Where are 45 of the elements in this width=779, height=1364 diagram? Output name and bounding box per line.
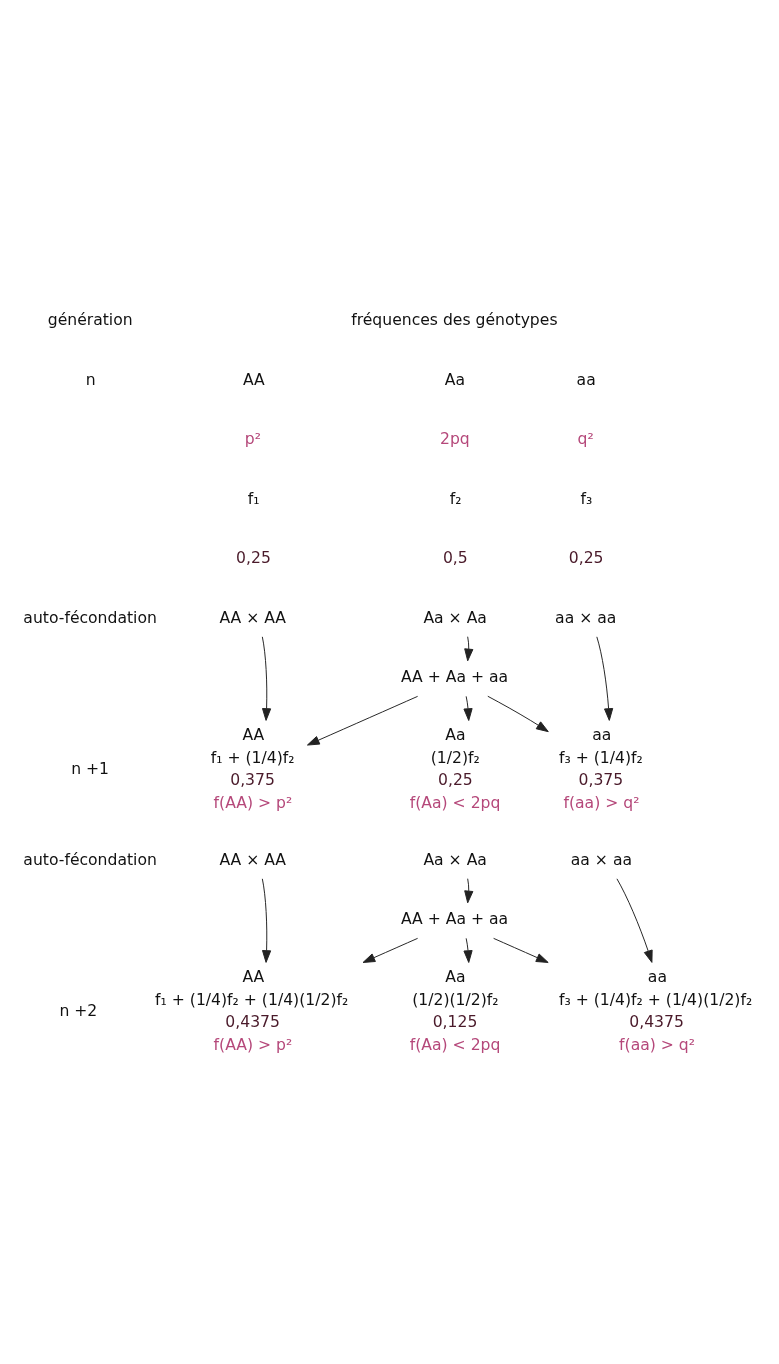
arrow: [463, 937, 473, 963]
node-text: Aa (1/2)(1/2)f₂ 0,125 f(Aa) < 2pq: [409, 967, 501, 1054]
node-text: aa × aa: [555, 608, 617, 627]
node-text: aa f₃ + (1/4)f₂ 0,375 f(aa) > q²: [559, 725, 643, 812]
node-text: aa f₃ + (1/4)f₂ + (1/4)(1/2)f₂ 0,4375 f(aa) > q²: [559, 967, 753, 1054]
node-text: Aa × Aa: [423, 608, 487, 627]
label: n +2: [59, 1001, 98, 1020]
label: aa: [576, 370, 596, 389]
label: génération: [47, 310, 133, 329]
node-text: AA × AA: [219, 608, 287, 627]
node-text: AA f₁ + (1/4)f₂ 0,375 f(AA) > p²: [210, 725, 295, 812]
label: 0,25: [568, 548, 604, 567]
arrow: [362, 937, 419, 963]
label: 0,25: [236, 548, 271, 567]
node-text: Aa (1/2)f₂ 0,25 f(Aa) < 2pq: [409, 725, 501, 812]
label: AA: [242, 370, 265, 389]
label: 0,5: [442, 548, 468, 567]
label: q²: [577, 429, 594, 448]
arrow: [493, 937, 549, 963]
arrow: [464, 635, 474, 661]
label: n +1: [71, 759, 110, 778]
arrow: [463, 695, 473, 721]
label: auto-fécondation: [23, 608, 157, 627]
node-text: aa × aa: [570, 850, 633, 869]
node-text: Aa × Aa: [423, 850, 487, 869]
label: n: [85, 370, 96, 389]
label: fréquences des génotypes: [351, 310, 558, 329]
node-text: AA f₁ + (1/4)f₂ + (1/4)(1/2)f₂ 0,4375 f(AA) > p²: [155, 967, 349, 1054]
node-text: AA + Aa + aa: [400, 909, 509, 928]
node-text: AA × AA: [219, 850, 287, 869]
label: f₂: [449, 489, 462, 508]
arrow: [261, 877, 272, 963]
arrow: [616, 877, 653, 963]
label: 2pq: [440, 429, 470, 448]
arrow: [261, 635, 272, 721]
label: auto-fécondation: [23, 850, 157, 869]
label: f₁: [247, 489, 260, 508]
arrow: [306, 695, 419, 746]
node-text: AA + Aa + aa: [400, 667, 509, 686]
label: f₃: [580, 489, 593, 508]
arrow: [464, 877, 474, 903]
arrow: [487, 695, 549, 732]
label: Aa: [444, 370, 466, 389]
label: p²: [244, 429, 262, 448]
arrow: [596, 635, 614, 721]
